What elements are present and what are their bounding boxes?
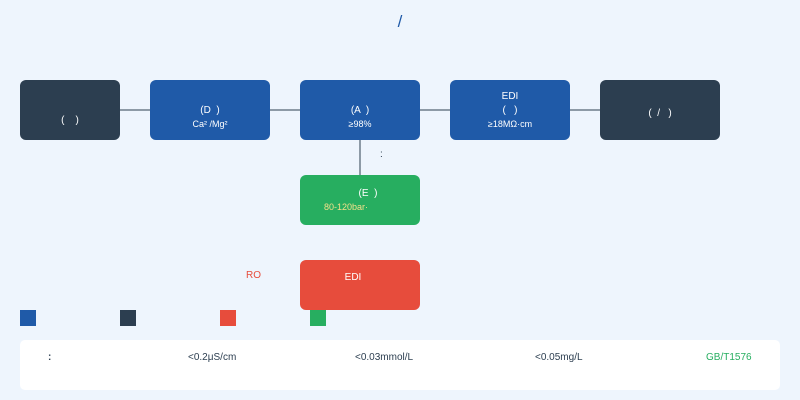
flow-node-stage-4: EDI ( ) ≥18MΩ·cm (450, 80, 570, 140)
node-label: (A ) (350, 104, 370, 116)
node-sub: ≥98% (348, 118, 372, 129)
legend-swatch-green (310, 310, 326, 326)
node-sub: ≥18MΩ·cm (487, 118, 533, 129)
spec-label: : (48, 352, 52, 363)
node-label: ( / ) (648, 108, 672, 119)
spec-item: <0.2μS/cm (188, 352, 237, 363)
flow-node-stage-6: (E ) 80-120bar· (300, 175, 420, 225)
node-label: (D ) (200, 104, 220, 116)
legend-swatch-red (220, 310, 236, 326)
node-label: ( ) (61, 115, 79, 126)
flow-node-stage-7: EDI (300, 260, 420, 310)
branch-note: : (380, 149, 383, 160)
flow-node-stage-1: ( ) (20, 80, 120, 140)
spec-item: <0.05mg/L (535, 352, 583, 363)
spec-standard: GB/T1576 (706, 352, 752, 363)
flow-node-stage-5: ( / ) (600, 80, 720, 140)
legend-swatch-blue (20, 310, 36, 326)
alarm-note: RO (246, 270, 261, 281)
node-label: EDI (501, 90, 519, 102)
legend-swatch-dark (120, 310, 136, 326)
node-sub: 80-120bar· (323, 201, 369, 212)
node-label: (E ) (358, 187, 378, 199)
flow-node-stage-2: (D ) Ca² /Mg² (150, 80, 270, 140)
node-label: EDI (344, 272, 362, 283)
node-sub: Ca² /Mg² (192, 118, 228, 129)
node-label-2: ( ) (502, 104, 518, 116)
spec-item: <0.03mmol/L (355, 352, 414, 363)
flow-node-stage-3: (A ) ≥98% (300, 80, 420, 140)
diagram-title: / (397, 12, 403, 31)
spec-bar: : <0.2μS/cm <0.03mmol/L <0.05mg/L GB/T15… (20, 340, 780, 390)
